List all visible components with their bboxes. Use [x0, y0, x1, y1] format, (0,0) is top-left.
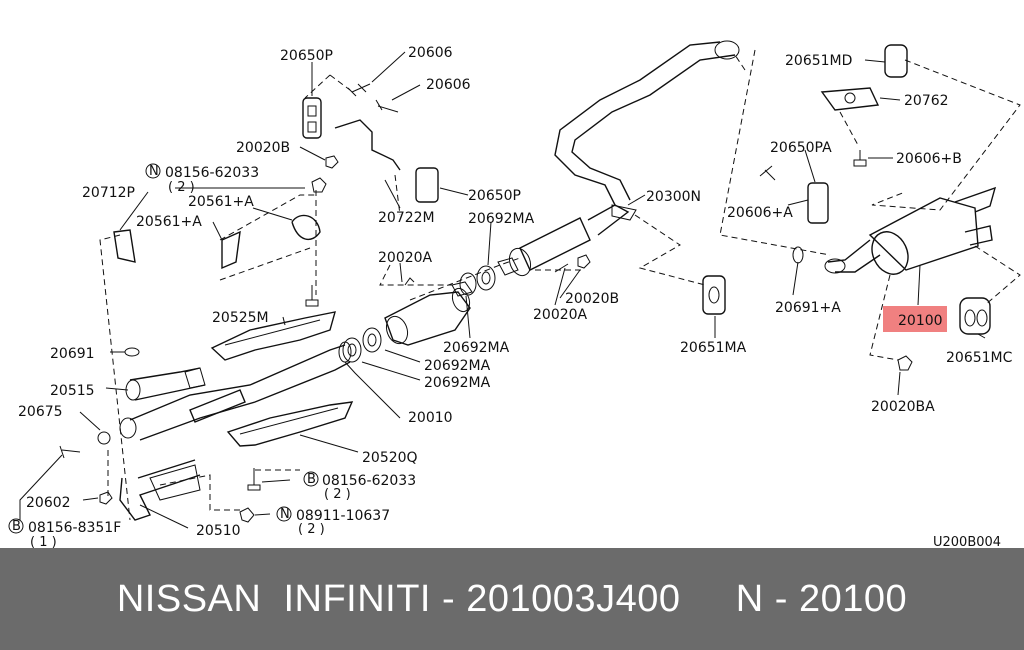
label-20510: 20510 — [196, 523, 241, 539]
leader-lines — [19, 51, 986, 529]
marker-N-1: N — [149, 164, 159, 179]
label-20650P-top: 20650P — [280, 48, 333, 64]
label-20606-a: 20606 — [408, 45, 453, 61]
label-20602: 20602 — [26, 495, 71, 511]
pipe-20515[interactable] — [125, 367, 206, 401]
label-20100[interactable]: 20100 — [898, 313, 943, 329]
label-20561A-b: 20561+A — [136, 214, 202, 230]
label-20010: 20010 — [408, 410, 453, 426]
label-08156-62033-N: 08156-62033 — [165, 165, 259, 181]
marker-B-1: B — [307, 472, 316, 487]
label-20650P-b: 20650P — [468, 188, 521, 204]
label-20651MC: 20651MC — [946, 350, 1013, 366]
label-20722M: 20722M — [378, 210, 435, 226]
label-qty-2-a: ( 2 ) — [168, 180, 195, 195]
label-20692MA-c: 20692MA — [424, 358, 491, 374]
diagram-ref-code: U200B004 — [933, 535, 1001, 548]
label-20762: 20762 — [904, 93, 949, 109]
circle-markers — [8, 163, 319, 534]
label-20561A-a: 20561+A — [188, 194, 254, 210]
label-20020A-b: 20020A — [533, 307, 588, 323]
label-qty-2-c: ( 2 ) — [298, 522, 325, 537]
label-20515: 20515 — [50, 383, 95, 399]
label-20651MD: 20651MD — [785, 53, 852, 69]
label-20651MA: 20651MA — [680, 340, 747, 356]
label-qty-2-b: ( 2 ) — [324, 487, 351, 502]
label-20692MA-a: 20692MA — [468, 211, 535, 227]
label-08156-8351F: 08156-8351F — [28, 520, 121, 536]
label-08156-62033-B: 08156-62033 — [322, 473, 416, 489]
label-20691: 20691 — [50, 346, 95, 362]
label-qty-1: ( 1 ) — [30, 535, 57, 548]
part-number-banner: NISSAN INFINITI - 201003J400 N - 20100 — [0, 548, 1024, 650]
marker-N-2: N — [280, 507, 290, 522]
gasket-set-20692MA — [342, 246, 804, 363]
label-08911-10637: 08911-10637 — [296, 508, 390, 524]
part-number-banner-text: NISSAN INFINITI - 201003J400 N - 20100 — [116, 577, 908, 620]
assembly-dashed-lines — [99, 49, 1021, 521]
pipe-20510[interactable] — [119, 459, 201, 521]
heat-shield-20520Q — [226, 401, 354, 447]
exhaust-parts-diagram: 20650P 20606 20606 20020B N 08156-62033 … — [8, 40, 1021, 548]
label-20606B: 20606+B — [896, 151, 962, 167]
label-20020A-a: 20020A — [378, 250, 433, 266]
label-20692MA-d: 20692MA — [424, 375, 491, 391]
label-20020B-b: 20020B — [565, 291, 619, 307]
label-20712P: 20712P — [82, 185, 135, 201]
label-20020B: 20020B — [236, 140, 290, 156]
label-20525M: 20525M — [212, 310, 269, 326]
label-20300N: 20300N — [646, 189, 701, 205]
label-20606-b: 20606 — [426, 77, 471, 93]
catalytic-converter[interactable] — [383, 277, 473, 347]
center-pipe-20300N[interactable] — [497, 40, 740, 279]
label-20606A: 20606+A — [727, 205, 793, 221]
label-20650PA: 20650PA — [770, 140, 832, 156]
mounting-rubbers — [113, 44, 991, 335]
label-20692MA-b: 20692MA — [443, 340, 510, 356]
label-20691A: 20691+A — [775, 300, 841, 316]
rear-muffler-20100[interactable] — [824, 186, 997, 280]
label-20520Q: 20520Q — [362, 450, 418, 466]
label-20020BA: 20020BA — [871, 399, 935, 415]
heat-shield-20525M — [210, 311, 336, 361]
label-20675: 20675 — [18, 404, 63, 420]
highlight-box-20100[interactable] — [883, 306, 947, 332]
marker-B-2: B — [12, 519, 21, 534]
